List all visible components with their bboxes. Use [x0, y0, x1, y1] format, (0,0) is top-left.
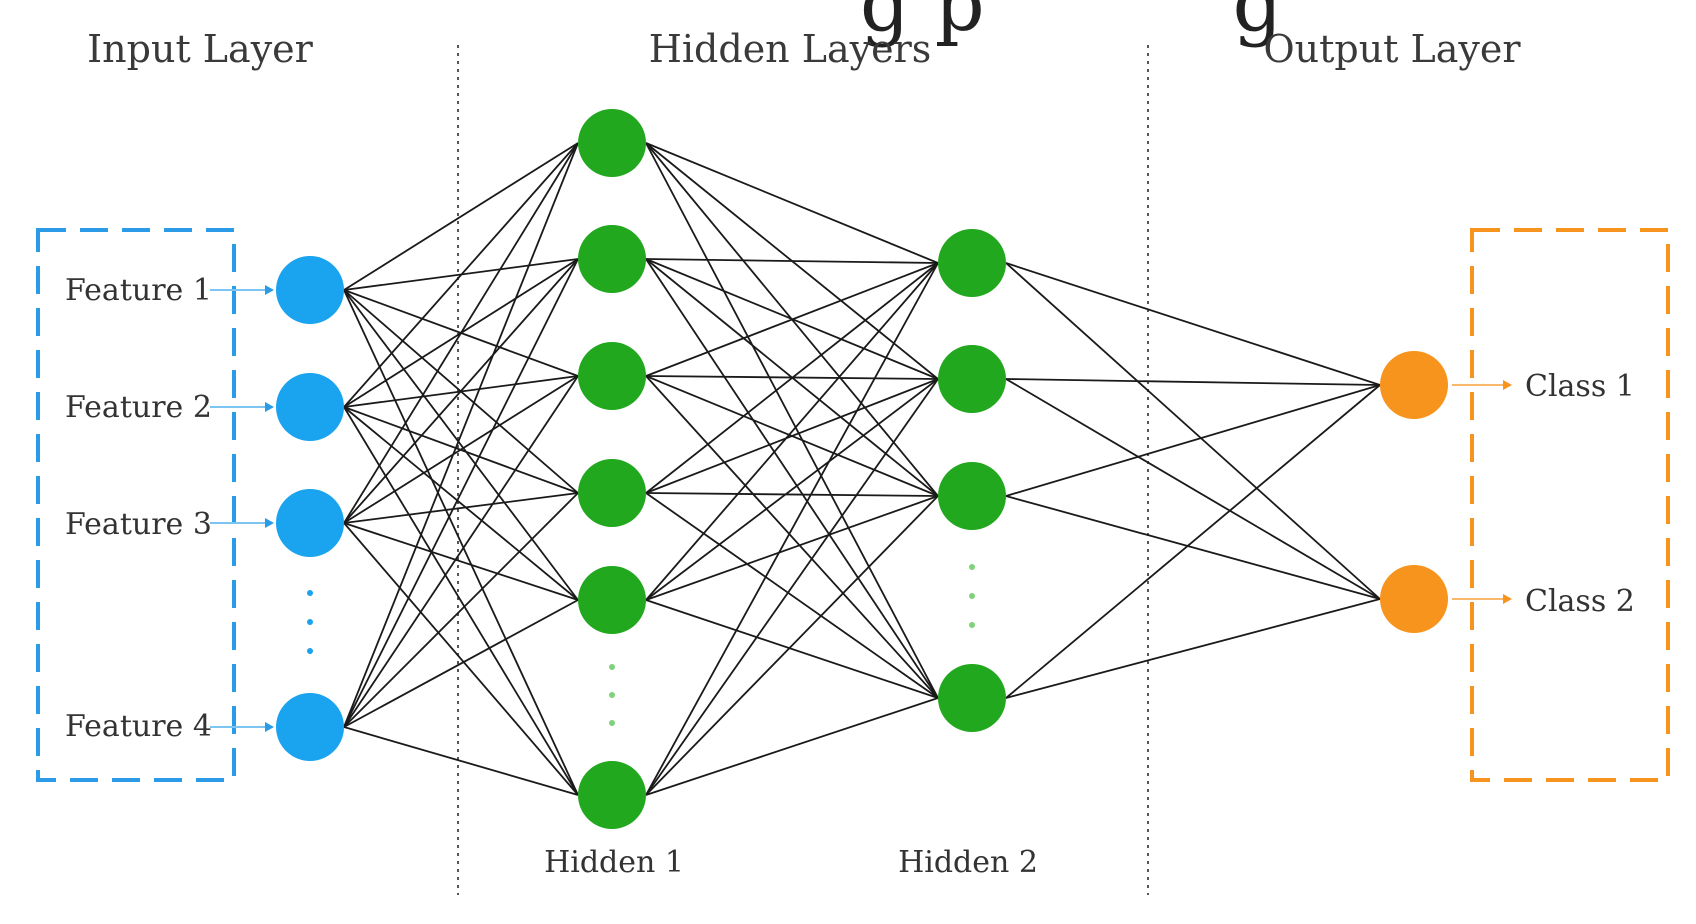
connection-edge — [343, 258, 579, 728]
connection-edge — [343, 289, 579, 796]
connection-edge — [343, 492, 579, 728]
input-node-1 — [276, 256, 344, 324]
hidden1-node-6 — [578, 761, 646, 829]
connection-edge — [645, 697, 939, 796]
cropped-header-text: g p g — [860, 0, 1283, 49]
connection-edge — [1005, 384, 1381, 497]
connection-edge — [343, 289, 579, 601]
connection-edge — [343, 522, 579, 796]
connection-edge — [1005, 378, 1381, 600]
output-arrows — [1452, 380, 1512, 604]
connection-edge — [1005, 598, 1381, 699]
feature-label-3: Feature 3 — [65, 507, 212, 542]
input-arrowhead — [265, 402, 274, 412]
class-label-2: Class 2 — [1525, 584, 1635, 619]
connection-edge — [645, 375, 939, 699]
hidden1-node-4 — [578, 459, 646, 527]
connection-edge — [645, 262, 939, 494]
connection-edge — [645, 262, 939, 796]
input-ellipsis — [307, 590, 313, 654]
connection-edge — [645, 492, 939, 699]
hidden2-node-3 — [938, 462, 1006, 530]
input-node-3 — [276, 489, 344, 557]
output-node-2 — [1380, 565, 1448, 633]
connection-edge — [343, 492, 579, 524]
connection-edge — [645, 142, 939, 264]
connection-edge — [343, 142, 579, 408]
connection-edge — [645, 378, 939, 796]
input-node-2 — [276, 373, 344, 441]
input-arrows — [210, 285, 274, 732]
connection-edge — [1005, 495, 1381, 600]
feature-label-4: Feature 4 — [65, 709, 212, 744]
connection-edge — [1005, 262, 1381, 600]
hidden1-ellipsis — [609, 664, 615, 726]
connection-edges — [343, 142, 1381, 796]
hidden1-node-5 — [578, 566, 646, 634]
connection-edge — [645, 378, 939, 601]
hidden-2-label: Hidden 2 — [898, 845, 1038, 880]
connection-edge — [645, 378, 939, 494]
connection-edge — [1005, 378, 1381, 386]
connection-edge — [343, 406, 579, 601]
connection-edge — [343, 142, 579, 291]
hidden2-node-1 — [938, 229, 1006, 297]
connection-edge — [1005, 384, 1381, 699]
class-label-1: Class 1 — [1525, 369, 1635, 404]
output-layer-title: Output Layer — [1263, 27, 1521, 71]
connection-edge — [645, 258, 939, 699]
output-classes-box — [1470, 228, 1670, 782]
hidden2-ellipsis — [969, 564, 975, 628]
output-arrowhead — [1503, 594, 1512, 604]
connection-edge — [645, 142, 939, 699]
connection-edge — [645, 258, 939, 264]
connection-edge — [343, 375, 579, 524]
connection-edge — [645, 492, 939, 497]
connection-edge — [343, 406, 579, 796]
hidden2-node-4 — [938, 664, 1006, 732]
hidden1-node-1 — [578, 109, 646, 177]
output-node-1 — [1380, 351, 1448, 419]
connection-edge — [645, 262, 939, 601]
input-arrowhead — [265, 722, 274, 732]
connection-edge — [343, 522, 579, 601]
feature-label-1: Feature 1 — [65, 273, 212, 308]
hidden1-node-3 — [578, 342, 646, 410]
input-arrowhead — [265, 285, 274, 295]
connection-edge — [343, 142, 579, 728]
hidden-layers-title: Hidden Layers — [649, 27, 932, 71]
connection-edge — [343, 599, 579, 728]
connection-edge — [1005, 262, 1381, 386]
network-nodes — [276, 109, 1448, 829]
output-arrowhead — [1503, 380, 1512, 390]
input-features-box — [36, 228, 236, 782]
connection-edge — [343, 258, 579, 524]
connection-edge — [343, 375, 579, 728]
hidden-1-label: Hidden 1 — [544, 845, 684, 880]
connection-edge — [645, 599, 939, 699]
input-layer-title: Input Layer — [87, 27, 313, 71]
connection-edge — [343, 726, 579, 796]
connection-edge — [645, 495, 939, 601]
hidden2-node-2 — [938, 345, 1006, 413]
input-node-4 — [276, 693, 344, 761]
connection-edge — [645, 262, 939, 377]
feature-label-2: Feature 2 — [65, 390, 212, 425]
connection-edge — [343, 142, 579, 524]
input-arrowhead — [265, 518, 274, 528]
connection-edge — [645, 495, 939, 796]
hidden1-node-2 — [578, 225, 646, 293]
